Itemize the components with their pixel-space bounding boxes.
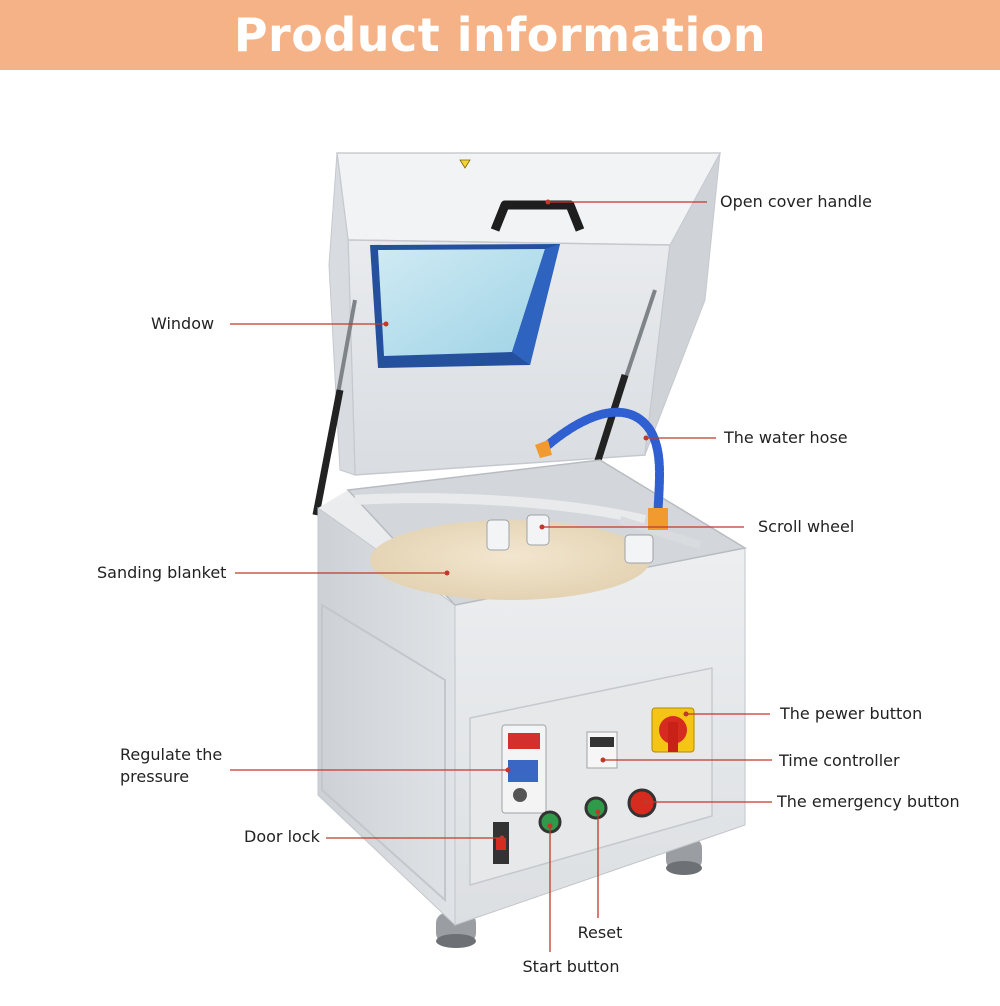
callout-open-cover-handle: Open cover handle	[720, 192, 872, 211]
leader-door-lock	[326, 835, 505, 841]
leader-window	[230, 321, 389, 327]
leader-lines	[230, 199, 772, 952]
callout-sanding-blanket: Sanding blanket	[97, 563, 227, 582]
header-banner	[0, 0, 1000, 70]
leader-emergency-button	[643, 799, 772, 805]
door-lock-switch	[493, 822, 509, 864]
callout-water-hose: The water hose	[724, 428, 848, 447]
time-controller-device	[586, 731, 618, 769]
callout-emergency-button: The emergency button	[777, 792, 960, 811]
leader-sanding-blanket	[235, 570, 450, 576]
leader-open-cover-handle	[545, 199, 707, 205]
lid-window	[370, 244, 560, 368]
callout-door-lock: Door lock	[244, 827, 320, 846]
pressure-regulator	[501, 724, 547, 814]
callout-power-button: The pewer button	[780, 704, 923, 723]
cover-handle	[490, 200, 585, 232]
callout-regulate-pressure: Regulate the pressure	[120, 745, 223, 786]
emergency-stop	[627, 788, 657, 818]
leader-power-button	[683, 711, 770, 717]
callout-reset: Reset	[577, 923, 623, 942]
leader-water-hose	[643, 435, 716, 441]
callout-scroll-wheel: Scroll wheel	[758, 517, 855, 536]
page-title: Product information	[233, 8, 767, 62]
leader-scroll-wheel	[539, 524, 744, 530]
sanding-blanket-disc	[370, 520, 650, 600]
leader-time-controller	[600, 757, 772, 763]
leader-reset	[595, 809, 601, 918]
callout-time-controller: Time controller	[779, 751, 900, 770]
reset-switch	[584, 796, 608, 820]
callout-window: Window	[151, 314, 215, 333]
leader-regulate-pressure	[230, 767, 511, 773]
power-switch	[651, 707, 695, 753]
leader-start-button	[547, 823, 553, 952]
control-panel	[493, 707, 695, 864]
polishing-tub	[346, 459, 748, 606]
water-hose-assembly	[535, 407, 668, 530]
callout-start-button: Start button	[522, 957, 620, 976]
gas-struts	[312, 289, 657, 516]
